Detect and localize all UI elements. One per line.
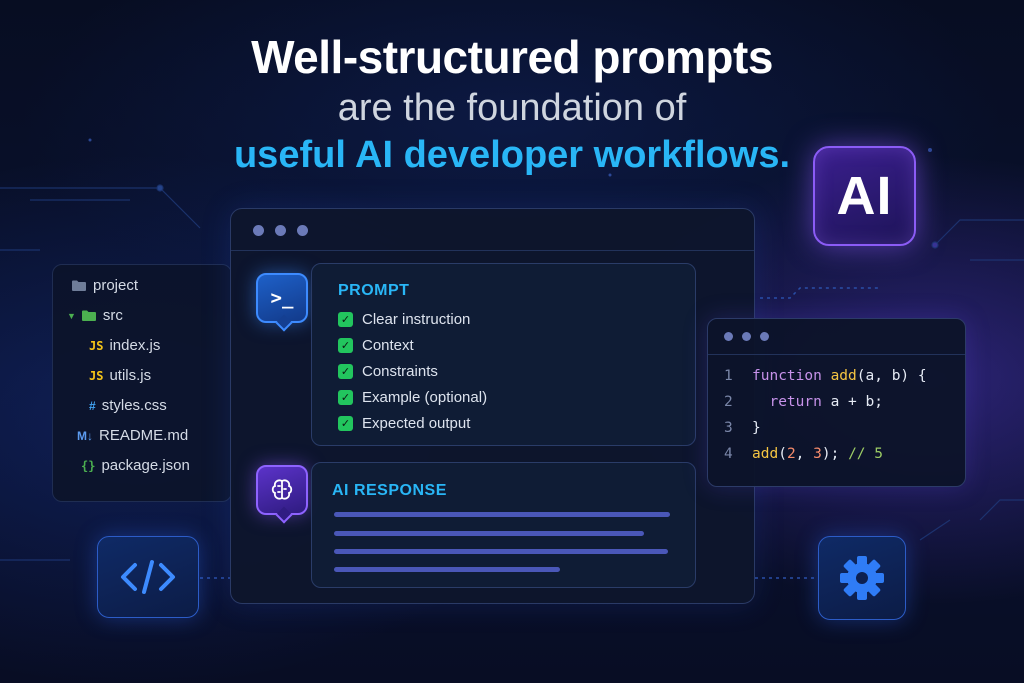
checkmark-icon: ✓: [338, 364, 353, 379]
js-file-icon: JS: [89, 338, 104, 353]
tree-item-label: package.json: [101, 457, 190, 474]
code-token: a + b;: [821, 394, 883, 410]
headline-line-3: useful AI developer workflows.: [233, 134, 791, 176]
window-dot-icon: [724, 332, 733, 341]
checklist-item: ✓ Example (optional): [338, 389, 487, 406]
ai-badge-label: AI: [836, 166, 893, 226]
code-tile: [97, 536, 199, 618]
line-number: 1: [724, 368, 733, 384]
prompt-title: PROMPT: [338, 282, 410, 299]
window-dot-icon: [760, 332, 769, 341]
response-title: AI RESPONSE: [332, 482, 447, 499]
tree-item-index-js[interactable]: JS index.js: [89, 337, 160, 354]
checkmark-icon: ✓: [338, 390, 353, 405]
response-placeholder-line: [334, 531, 644, 536]
response-placeholder-line: [334, 567, 560, 572]
code-token: 3: [813, 446, 822, 462]
code-line: 3}: [724, 420, 761, 436]
markdown-file-icon: M↓: [77, 428, 93, 443]
tree-item-label: index.js: [109, 337, 161, 354]
tree-item-styles-css[interactable]: # styles.css: [89, 397, 167, 414]
response-card: AI RESPONSE: [311, 462, 696, 588]
tree-item-readme[interactable]: M↓ README.md: [77, 427, 188, 444]
response-placeholder-line: [334, 512, 670, 517]
prompt-card: PROMPT ✓ Clear instruction ✓ Context ✓ C…: [311, 263, 696, 446]
checkmark-icon: ✓: [338, 312, 353, 327]
code-token: function: [752, 368, 831, 384]
tree-item-src[interactable]: ▼ src: [67, 307, 123, 324]
css-file-icon: #: [89, 398, 96, 413]
checklist-item: ✓ Expected output: [338, 415, 470, 432]
json-file-icon: {}: [81, 458, 96, 473]
ai-badge: AI: [813, 146, 916, 246]
folder-icon: [71, 279, 87, 292]
terminal-icon: >_: [256, 273, 308, 332]
gear-icon: [840, 556, 884, 600]
code-token: add: [752, 446, 779, 462]
tree-item-package-json[interactable]: {} package.json: [81, 457, 190, 474]
tree-item-utils-js[interactable]: JS utils.js: [89, 367, 151, 384]
chevron-down-icon: ▼: [67, 310, 76, 321]
tree-item-label: utils.js: [109, 367, 152, 384]
headline-line-1: Well-structured prompts: [251, 31, 773, 83]
code-line: 4 add(2, 3); // 5: [724, 446, 883, 462]
window-titlebar: [708, 319, 965, 355]
brain-icon: [256, 465, 308, 524]
code-token: (a, b) {: [856, 368, 927, 384]
code-token: 2: [786, 446, 796, 462]
line-number: 2: [724, 394, 733, 410]
code-token: return: [769, 394, 822, 410]
window-titlebar: [231, 209, 754, 251]
js-file-icon: JS: [89, 368, 104, 383]
code-line: 1 function add(a, b) {: [724, 368, 927, 384]
code-token: }: [752, 420, 761, 436]
line-number: 3: [724, 420, 733, 436]
window-dot-icon: [253, 225, 264, 236]
tree-item-label: src: [102, 307, 123, 324]
line-number: 4: [724, 446, 733, 462]
settings-tile: [818, 536, 906, 620]
window-dot-icon: [275, 225, 286, 236]
headline-line-2: are the foundation of: [337, 87, 687, 129]
code-token: (: [778, 446, 787, 462]
code-brackets-icon: [121, 560, 175, 594]
code-token: );: [821, 446, 849, 462]
window-dot-icon: [297, 225, 308, 236]
file-explorer: project ▼ src JS index.js JS utils.js # …: [52, 264, 232, 502]
code-line: 2 return a + b;: [724, 394, 883, 410]
code-token: // 5: [848, 446, 883, 462]
code-token: [752, 394, 769, 410]
tree-item-project[interactable]: project: [71, 277, 138, 294]
window-dot-icon: [742, 332, 751, 341]
tree-item-label: project: [93, 277, 139, 294]
code-token: add: [830, 368, 857, 384]
response-placeholder-line: [334, 549, 668, 554]
checkmark-icon: ✓: [338, 338, 353, 353]
folder-open-icon: [81, 309, 97, 322]
checklist-item: ✓ Constraints: [338, 363, 438, 380]
checklist-item: ✓ Context: [338, 337, 414, 354]
checkmark-icon: ✓: [338, 416, 353, 431]
headline: Well-structured prompts are the foundati…: [0, 30, 1024, 178]
checklist-item: ✓ Clear instruction: [338, 311, 470, 328]
tree-item-label: README.md: [99, 427, 189, 444]
code-token: ,: [795, 446, 814, 462]
tree-item-label: styles.css: [101, 397, 167, 414]
prompt-window: >_ PROMPT ✓ Clear instruction ✓ Context …: [230, 208, 755, 604]
